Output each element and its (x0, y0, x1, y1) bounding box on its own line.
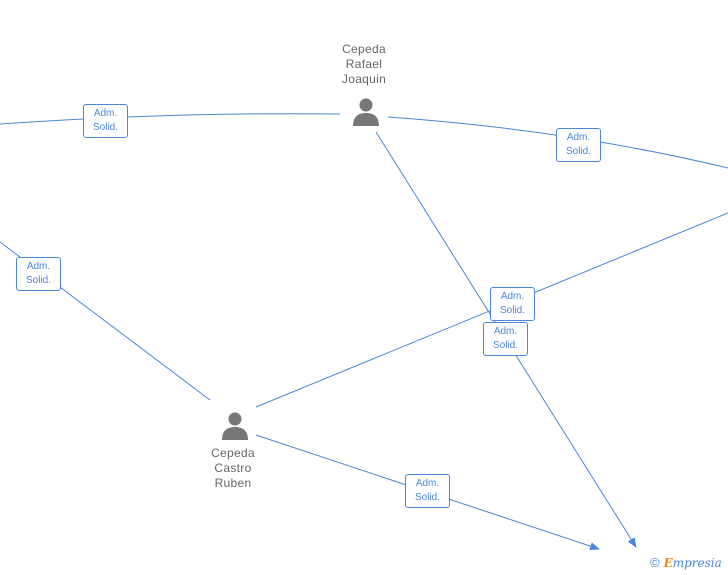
person-name-line: Cepeda (342, 42, 386, 56)
brand-logo-name: mpresia (672, 556, 722, 570)
edge-label-line: Adm. (566, 132, 591, 143)
edge-label-line: Adm. (500, 291, 525, 302)
edge-label-line: Solid. (565, 146, 591, 157)
edge-label[interactable]: Adm. Solid. (16, 257, 61, 291)
edge-label-line: Solid. (414, 492, 440, 503)
person-icon (353, 98, 379, 126)
edge-left-to-rafael (0, 113, 341, 125)
person-name-line: Castro (214, 461, 252, 475)
brand-logo: ©Empresia (650, 555, 722, 573)
edge-label[interactable]: Adm. Solid. (83, 104, 128, 138)
edge-label-line: Solid. (492, 340, 518, 351)
edge-label[interactable]: Adm. Solid. (556, 128, 601, 162)
copyright-icon: © (650, 555, 660, 570)
edge-label-line: Solid. (25, 275, 51, 286)
edge-label[interactable]: Adm. Solid. (483, 322, 528, 356)
edge-label-line: Adm. (415, 478, 440, 489)
person-name: Cepeda Castro Ruben (188, 446, 278, 491)
edge-label[interactable]: Adm. Solid. (490, 287, 535, 321)
edge-label-line: Adm. (493, 326, 518, 337)
edge-label-line: Solid. (92, 122, 118, 133)
person-icon (222, 412, 248, 440)
edge-label-line: Adm. (93, 108, 118, 119)
edge-label-line: Adm. (26, 261, 51, 272)
person-name-line: Joaquin (341, 72, 387, 86)
edge-label[interactable]: Adm. Solid. (405, 474, 450, 508)
person-name-line: Cepeda (211, 446, 255, 460)
person-name-line: Rafael (345, 57, 383, 71)
person-name-line: Ruben (214, 476, 252, 490)
edge-label-line: Solid. (499, 305, 525, 316)
person-name: Cepeda Rafael Joaquin (319, 42, 409, 87)
brand-logo-initial: E (663, 556, 673, 570)
